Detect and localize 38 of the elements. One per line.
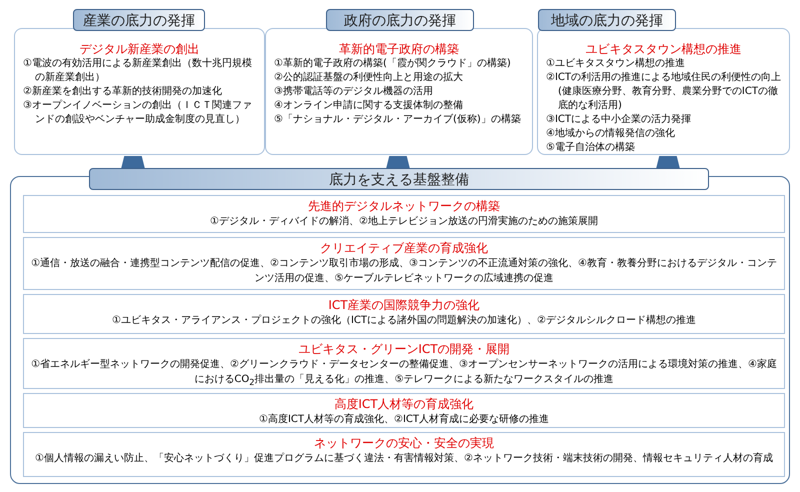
list-item: ③携帯電話等のデジタル機器の活用	[274, 85, 434, 99]
list-item: ①革新的電子政府の構築(「霞が関クラウド」の構築)	[274, 57, 512, 71]
measure-box	[23, 393, 785, 428]
list-item: ②ICTの利活用の推進による地域住民の利便性の向上(健康医療分野、教育分野、農業分野でのICTの徹底的な利活用)	[546, 71, 781, 113]
section-title: 先進的デジタルネットワークの構築	[307, 198, 501, 214]
heading-tab: 政府の底力の発揮	[326, 9, 474, 31]
measure-text: ①高度ICT人材等の育成強化、②ICT人材育成に必要な研修の推進	[258, 412, 550, 427]
measure-box	[23, 294, 785, 334]
list-item: ②公的認証基盤の利便性向上と用途の拡大	[274, 71, 464, 85]
measure-box	[23, 195, 785, 233]
measure-box	[23, 432, 785, 477]
section-title: ユビキタスタウン構想の推進	[584, 41, 742, 57]
section-title: ユビキタス・グリーンICTの開発・展開	[297, 341, 511, 357]
list-item: ③オープンイノベーションの創出（ＩＣＴ関連ファンドの創設やベンチャー助成金制度の見直し）	[23, 99, 253, 127]
heading-tab: 底力を支える基盤整備	[89, 168, 709, 190]
measure-text: ①通信・放送の融合・連携型コンテンツ配信の促進、②コンテンツ取引市場の形成、③コンテンツの不正流通対策の強化、④教育・教養分野におけるデジタル・コンテンツ活用の促進、⑤ケーブルテレビネットワークの広域連携の促進	[30, 256, 778, 286]
list-item: ⑤「ナショナル・デジタル・アーカイブ(仮称)」の構築	[274, 113, 522, 127]
list-item: ④地域からの情報発信の強化	[546, 127, 676, 141]
section-title: クリエイティブ産業の育成強化	[319, 240, 489, 256]
list-item: ①電波の有効活用による新産業創出（数十兆円規模の新産業創出）	[23, 57, 253, 85]
list-item: ①ユビキタスタウン構想の推進	[546, 57, 686, 71]
list-item: ③ICTによる中小企業の活力発揮	[546, 113, 692, 127]
section-title: 高度ICT人材等の育成強化	[333, 396, 475, 412]
measure-box	[23, 338, 785, 389]
measure-box	[23, 237, 785, 290]
section-title: 革新的電子政府の構築	[338, 41, 460, 57]
measure-text: ①デジタル・ディバイドの解消、②地上テレビジョン放送の円滑実施のための施策展開	[209, 214, 599, 229]
measure-text: ①ユビキタス・アライアンス・プロジェクトの強化（ICTによる諸外国の問題解決の加速化）、②デジタルシルクロード構想の推進	[111, 314, 697, 328]
list-item: ④オンライン申請に関する支援体制の整備	[274, 99, 464, 113]
section-title: デジタル新産業の創出	[78, 41, 200, 57]
list-item: ⑤電子自治体の構築	[546, 141, 636, 155]
section-title: ICT産業の国際競争力の強化	[327, 297, 481, 313]
list-item: ②新産業を創出する革新的技術開発の加速化	[23, 85, 223, 99]
section-title: ネットワークの安心・安全の実現	[313, 435, 495, 451]
measure-text: ①省エネルギー型ネットワークの開発促進、②グリーンクラウド・データセンターの整備促進、③オープンセンサーネットワークの活用による環境対策の推進、④家庭におけるCO$_{2}$排出量の「見える化」の推進、⑤テレワークによる新たなワークスタイルの推進	[30, 358, 778, 389]
heading-tab: 地域の底力の発揮	[538, 9, 676, 31]
heading-tab: 産業の底力の発揮	[73, 9, 205, 31]
measure-text: ①個人情報の漏えい防止、「安心ネットづくり」促進プログラムに基づく違法・有害情報対策、②ネットワーク技術・端末技術の開発、情報セキュリティ人材の育成	[34, 452, 774, 466]
